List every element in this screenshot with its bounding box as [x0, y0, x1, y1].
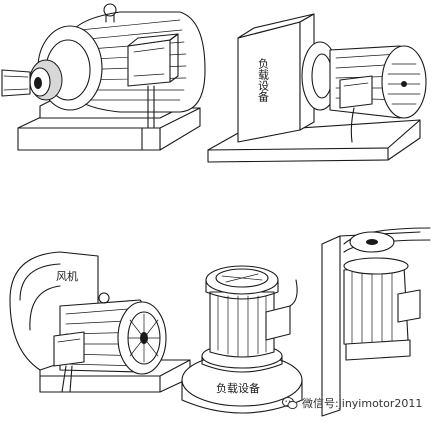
panel-fan-drive: 风机 [9, 251, 191, 393]
panel-coupling-drive-motor [1, 3, 206, 151]
panel-load-equipment-top: 负载设备 [207, 13, 427, 163]
watermark: 微信号:jinyimotor2011 [282, 395, 422, 411]
load-equipment-label-bottom: 负载设备 [216, 381, 260, 395]
load-equipment-label-top: 负载设备 [257, 57, 270, 103]
fan-label: 风机 [56, 269, 78, 283]
wechat-icon [282, 396, 298, 409]
watermark-text: 微信号:jinyimotor2011 [302, 397, 423, 410]
panel-load-equipment-bottom: 负载设备 [181, 265, 303, 414]
panel-belt-drive [321, 227, 431, 417]
